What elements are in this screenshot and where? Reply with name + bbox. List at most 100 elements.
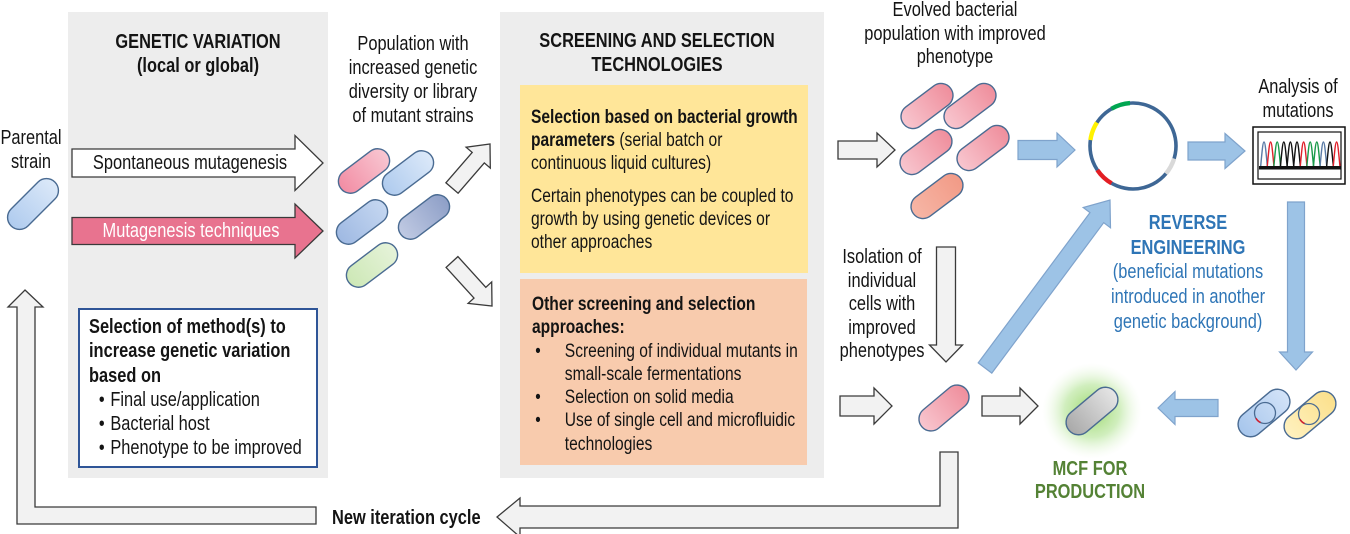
analysis-to-engineering-arrow xyxy=(1278,201,1314,371)
process-arrows xyxy=(71,131,1314,426)
isolation-arrow xyxy=(927,246,965,363)
title-line: GENETIC VARIATION xyxy=(115,31,281,53)
label-line: phenotype xyxy=(916,46,994,68)
label-text: New iteration cycle xyxy=(332,507,481,529)
screening-approach: • Screening of individual mutants in sma… xyxy=(532,340,798,387)
approach-line: Selection on solid media xyxy=(564,387,734,409)
spontaneous-mutagenesis-label: Spontaneous mutagenesis xyxy=(93,151,287,175)
chromatogram-baseline xyxy=(1259,166,1341,170)
to-mcf-arrow xyxy=(981,386,1039,426)
to-analysis-arrow xyxy=(1187,132,1246,170)
label-line: improved xyxy=(848,316,916,339)
sequencing-chromatogram-icon xyxy=(1252,126,1346,185)
plasmid-backbone xyxy=(1088,101,1178,191)
detail-line: introduced in another xyxy=(1110,286,1266,309)
to-screening-arrow-upper xyxy=(444,143,491,195)
plasmid-mutation-marker xyxy=(1164,157,1177,176)
label-text: Spontaneous mutagenesis xyxy=(92,152,288,174)
screening-title: SCREENING AND SELECTION TECHNOLOGIES xyxy=(539,29,774,77)
criterion-text: Bacterial host xyxy=(110,413,210,436)
other-screening-box xyxy=(520,279,807,465)
plasmid-icon xyxy=(1088,100,1178,191)
bullet-icon: • xyxy=(535,387,541,409)
label-line: mutations xyxy=(1262,100,1334,122)
note-line: Certain phenotypes can be coupled to xyxy=(531,186,794,207)
title-line: SCREENING AND SELECTION xyxy=(539,30,775,52)
paragraph-gap xyxy=(531,175,798,185)
label-line: Analysis of xyxy=(1258,76,1338,98)
chromatogram-peak xyxy=(1299,141,1308,168)
heading-line: based on xyxy=(89,364,161,387)
analysis-label: Analysis of mutations xyxy=(1258,75,1337,123)
spontaneous-mutagenesis-arrow xyxy=(71,133,324,193)
chromatogram-peak xyxy=(1286,141,1295,168)
reverse-engineering-label: REVERSE ENGINEERING (beneficial mutation… xyxy=(1111,211,1265,334)
label-line: Population with xyxy=(357,33,469,55)
label-line: Evolved bacterial xyxy=(892,0,1018,21)
approach-line: Screening of individual mutants in xyxy=(564,340,798,362)
bullet-icon: • xyxy=(98,413,105,436)
chromatogram-peak xyxy=(1273,141,1282,168)
loop-back-arrow xyxy=(6,289,317,525)
inserted-mutation-icon xyxy=(1253,401,1277,425)
plasmid-mutation-marker xyxy=(1095,168,1113,186)
bullet-icon: • xyxy=(98,437,105,460)
chromatogram-peak xyxy=(1332,141,1341,168)
label-line: of mutant strains xyxy=(352,105,474,127)
detail-text: (serial batch or xyxy=(619,130,723,151)
to-screening-arrow-lower xyxy=(445,255,493,307)
label-line: diversity or library xyxy=(348,81,478,103)
screening-approach: • Selection on solid media xyxy=(532,386,798,409)
approach-line: technologies xyxy=(564,433,653,455)
growth-selection-box xyxy=(520,85,808,273)
parental-strain-cell xyxy=(6,177,60,231)
chromatogram-peak xyxy=(1319,141,1328,168)
label-line: Parental xyxy=(0,127,62,149)
iteration-loop-arrows xyxy=(6,289,959,534)
chromatogram-peak xyxy=(1259,141,1269,168)
engineered-to-mcf-arrow xyxy=(1157,390,1219,426)
evolved-population-label: Evolved bacterial population with improv… xyxy=(864,0,1045,70)
approach-line: small-scale fermentations xyxy=(564,363,742,385)
mcf-production-label: MCF FOR PRODUCTION xyxy=(1035,458,1145,504)
evolved-cell xyxy=(899,128,953,176)
title-line: (local or global) xyxy=(136,55,260,77)
population-cell-blue-dark xyxy=(335,199,389,245)
method-criterion: • Phenotype to be improved xyxy=(89,436,302,460)
to-evolved-population-arrow xyxy=(837,131,896,169)
bullet-icon: • xyxy=(98,388,105,411)
detail-line: (beneficial mutations xyxy=(1112,261,1264,284)
isolated-cell xyxy=(918,384,970,432)
bacterial-cells xyxy=(6,82,1337,440)
criterion-text: Phenotype to be improved xyxy=(110,437,302,460)
plasmid-mutation-marker xyxy=(1110,100,1131,111)
to-isolated-cell-arrow xyxy=(839,386,893,426)
label-line: phenotypes xyxy=(839,340,925,362)
label-text: Mutagenesis techniques xyxy=(102,220,280,242)
bullet-icon: • xyxy=(535,410,541,432)
chromatogram-inner-frame xyxy=(1257,131,1342,180)
label-line: PRODUCTION xyxy=(1034,481,1146,503)
label-line: cells with xyxy=(848,293,916,315)
mutagenesis-techniques-arrow xyxy=(71,202,324,260)
mutagenesis-techniques-label: Mutagenesis techniques xyxy=(103,219,280,243)
mutation-marker xyxy=(1255,417,1261,424)
chromatogram-peak xyxy=(1312,141,1321,168)
mixed-line: parameters(serial batch or xyxy=(531,129,798,152)
label-line: increased genetic xyxy=(348,57,478,79)
mutation-marker xyxy=(1299,418,1305,425)
method-selection-text: Selection of method(s) to increase genet… xyxy=(89,315,302,461)
heading-line: Selection based on bacterial growth xyxy=(531,107,798,128)
growth-selection-text: Selection based on bacterial growth para… xyxy=(531,106,798,254)
heading-line: approaches: xyxy=(532,317,625,339)
to-plasmid-arrow xyxy=(1017,131,1076,169)
population-label: Population with increased genetic divers… xyxy=(349,32,478,128)
title-line: REVERSE xyxy=(1148,212,1228,234)
detail-line: continuous liquid cultures) xyxy=(531,153,712,174)
label-line: individual xyxy=(847,269,917,292)
note-line: growth by using genetic devices or xyxy=(531,209,771,230)
parental-strain-label: Parental strain xyxy=(0,126,61,174)
chromatogram-peak xyxy=(1306,141,1315,168)
